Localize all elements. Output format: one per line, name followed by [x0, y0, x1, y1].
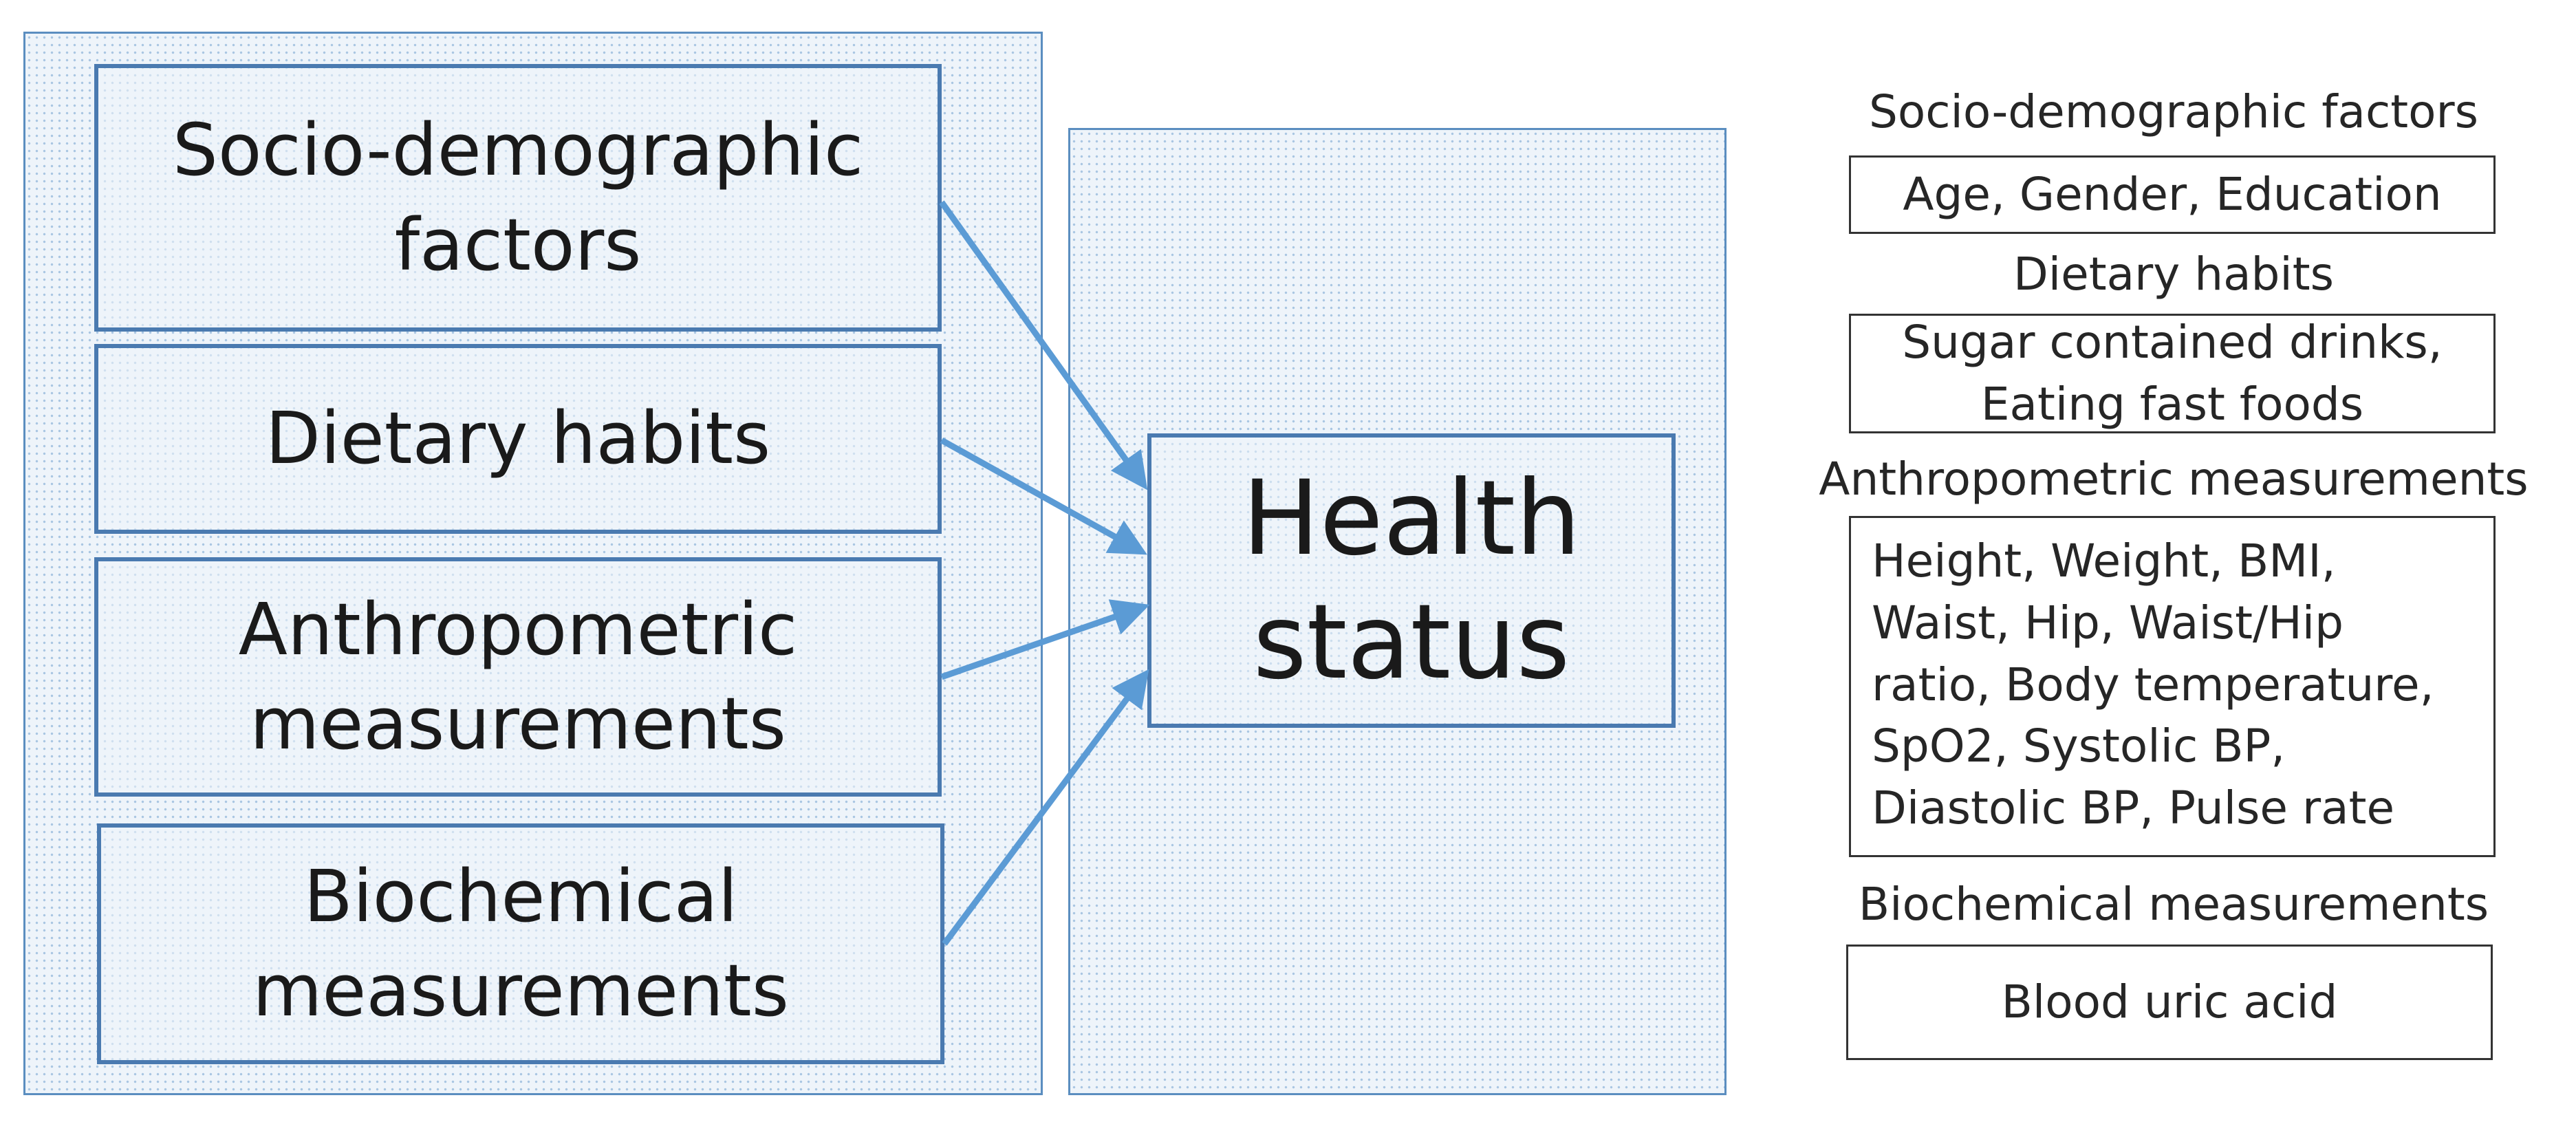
health-status-box: Health status	[1147, 433, 1676, 728]
legend-box-socio: Age, Gender, Education	[1849, 155, 2496, 234]
arrow-biochemical-to-health	[942, 669, 1149, 946]
legend-detail-dietary: Sugar contained drinks, Eating fast food…	[1902, 316, 2443, 431]
legend-box-biochemical: Blood uric acid	[1846, 945, 2493, 1060]
factor-socio-demographic-label: Socio-demographic factors	[172, 108, 864, 287]
factor-anthropometric: Anthropometric measurements	[94, 557, 942, 797]
arrow-anthropometric-to-health	[940, 599, 1150, 680]
legend-title-biochemical: Biochemical measurements	[1858, 878, 2489, 931]
legend-box-dietary: Sugar contained drinks, Eating fast food…	[1849, 314, 2496, 433]
factor-biochemical: Biochemical measurements	[97, 823, 944, 1064]
legend-detail-anthropometric: Height, Weight, BMI, Waist, Hip, Waist/H…	[1872, 535, 2434, 834]
arrow-dietary-to-health	[940, 438, 1147, 555]
legend-title-socio: Socio-demographic factors	[1868, 85, 2479, 138]
legend-detail-socio: Age, Gender, Education	[1903, 168, 2442, 222]
factor-dietary-habits-label: Dietary habits	[265, 396, 771, 481]
legend-detail-biochemical: Blood uric acid	[2001, 975, 2338, 1029]
health-status-label: Health status	[1242, 459, 1581, 702]
legend-title-anthropometric: Anthropometric measurements	[1819, 453, 2529, 506]
factor-biochemical-label: Biochemical measurements	[252, 854, 789, 1033]
legend-box-anthropometric: Height, Weight, BMI, Waist, Hip, Waist/H…	[1849, 516, 2496, 857]
arrow-socio-to-health	[939, 200, 1148, 490]
factor-anthropometric-label: Anthropometric measurements	[238, 587, 798, 766]
factor-socio-demographic: Socio-demographic factors	[94, 64, 942, 332]
legend-title-dietary: Dietary habits	[2013, 248, 2335, 301]
factor-dietary-habits: Dietary habits	[94, 344, 942, 534]
